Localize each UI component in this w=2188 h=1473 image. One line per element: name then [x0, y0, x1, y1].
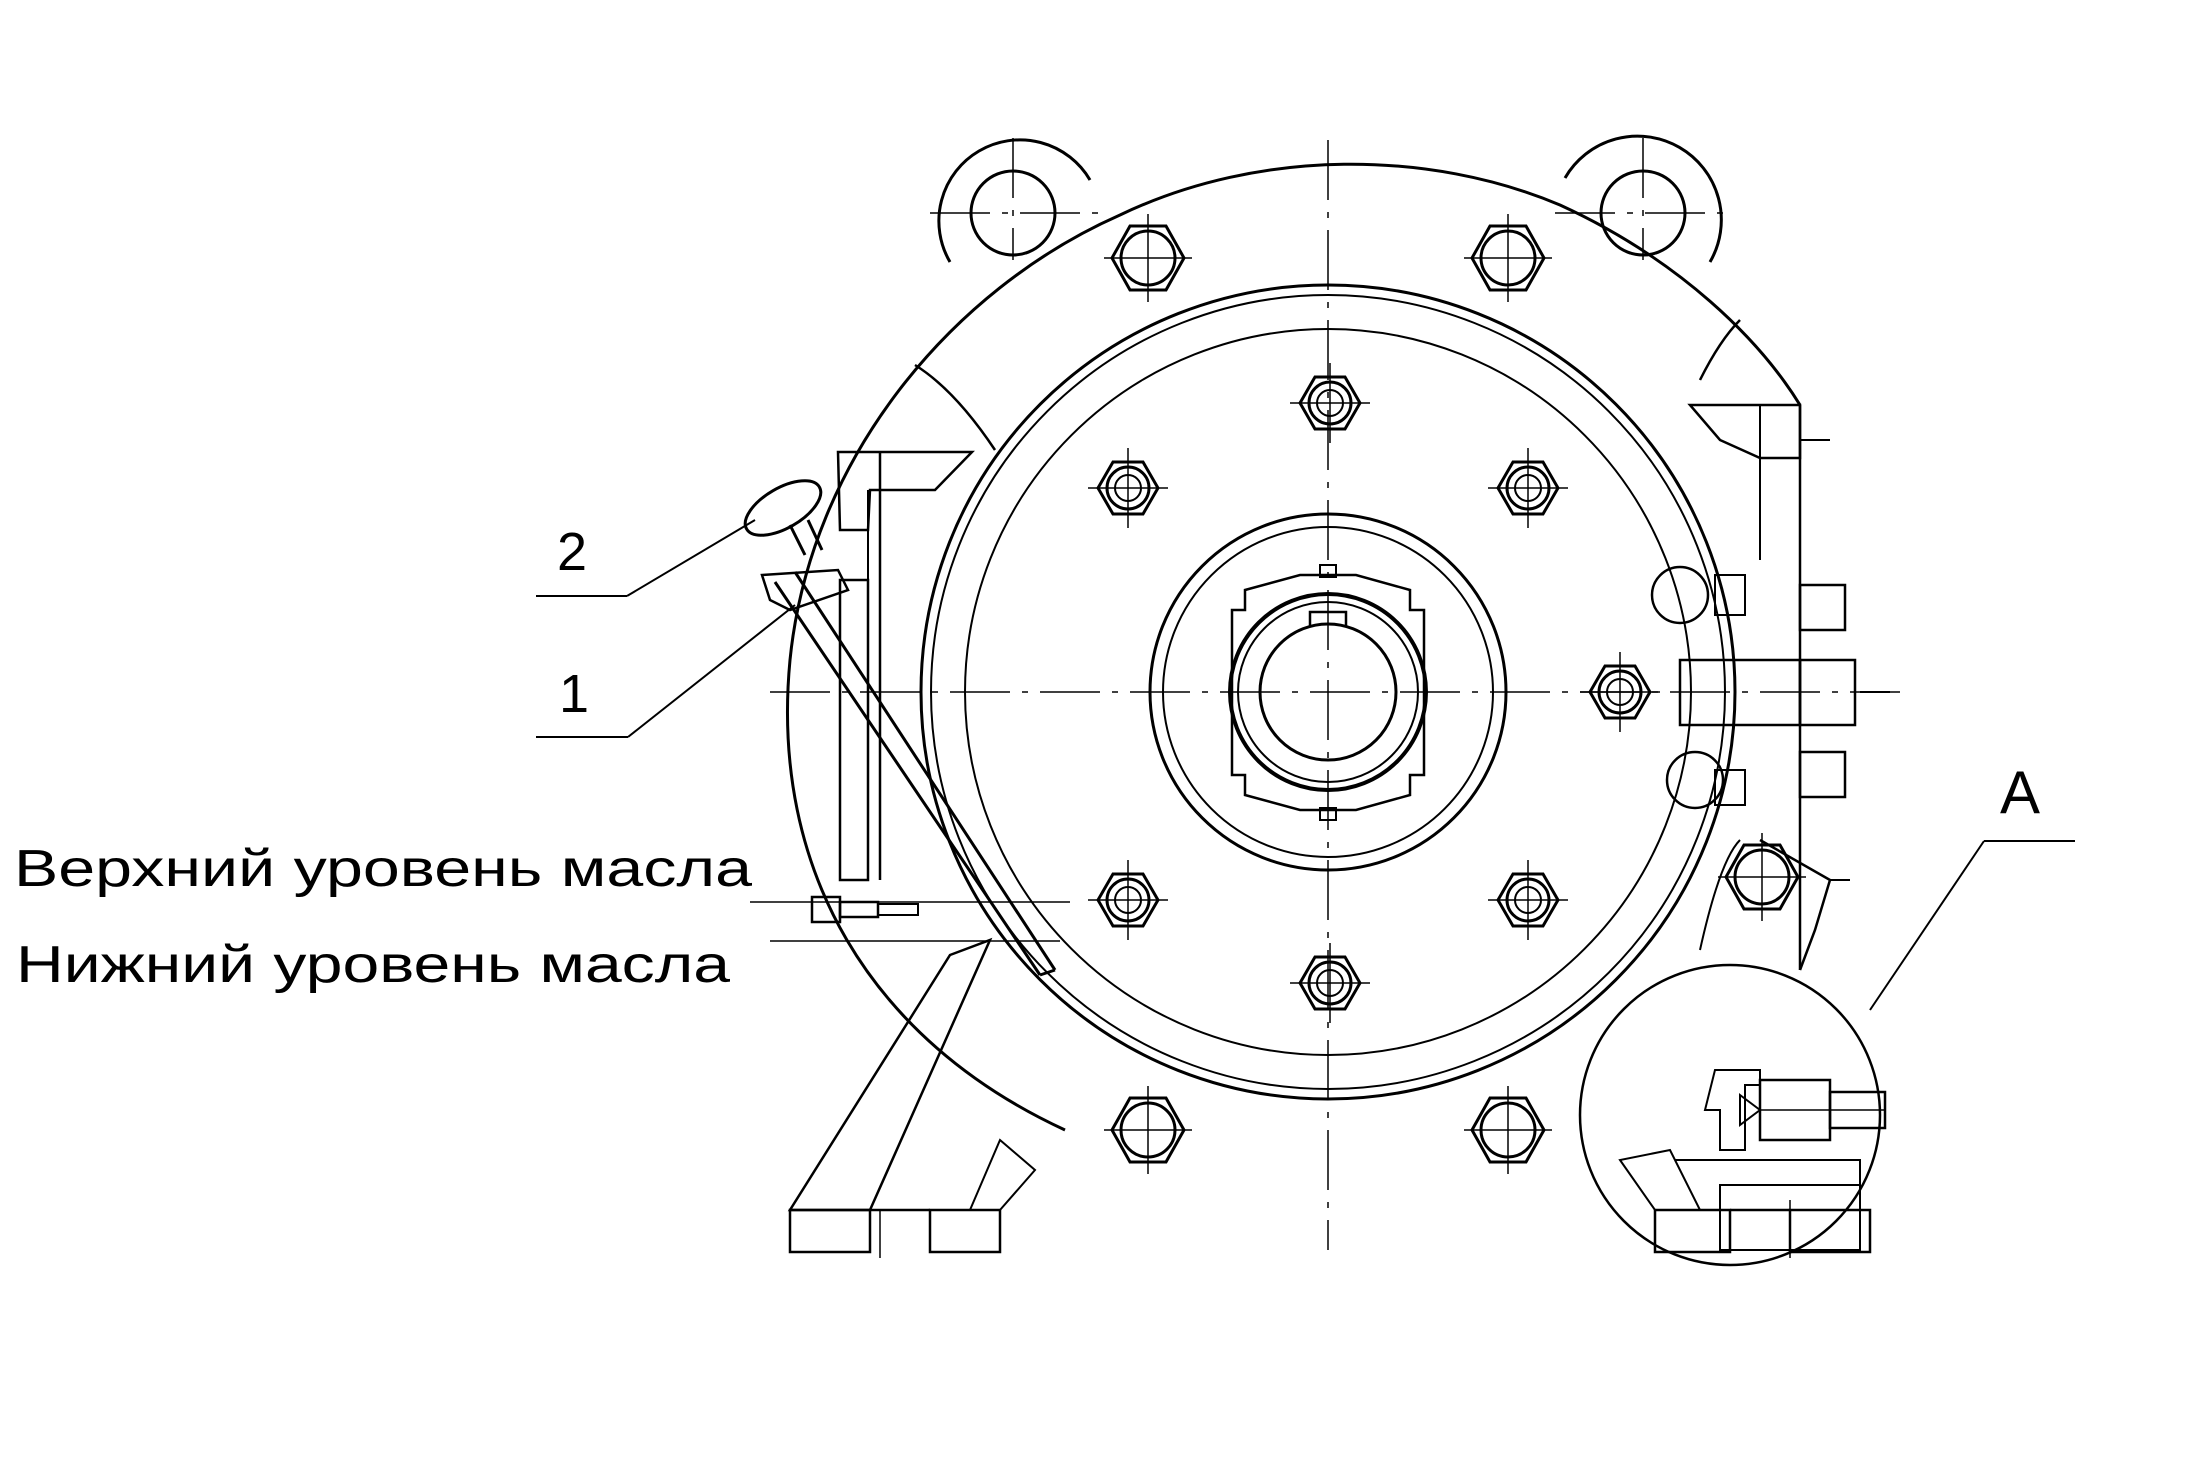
oil-dipstick — [760, 568, 1057, 977]
upper-oil-level-label: Верхний уровень масла — [14, 840, 752, 898]
lifting-eye-left — [937, 138, 1092, 263]
central-bearing-cover — [1148, 512, 1508, 872]
right-section-cut — [1650, 403, 1890, 971]
left-foot — [787, 937, 1037, 1258]
flange-nuts — [1086, 361, 1662, 1025]
lifting-eye-right — [1563, 134, 1723, 263]
detail-a-circle — [1578, 963, 1887, 1267]
part-label-1: 1 — [559, 664, 589, 724]
dipstick-knob — [743, 479, 824, 556]
part-label-2: 2 — [557, 522, 587, 582]
center-axes — [770, 138, 1900, 1250]
lower-oil-level-label: Нижний уровень масла — [16, 936, 730, 994]
leader-lines — [536, 519, 2075, 1011]
gearbox-housing — [785, 162, 1802, 1132]
housing-bolts — [1102, 212, 1808, 1176]
detail-label-a: А — [2000, 759, 2040, 826]
right-foot — [1618, 1148, 1872, 1258]
